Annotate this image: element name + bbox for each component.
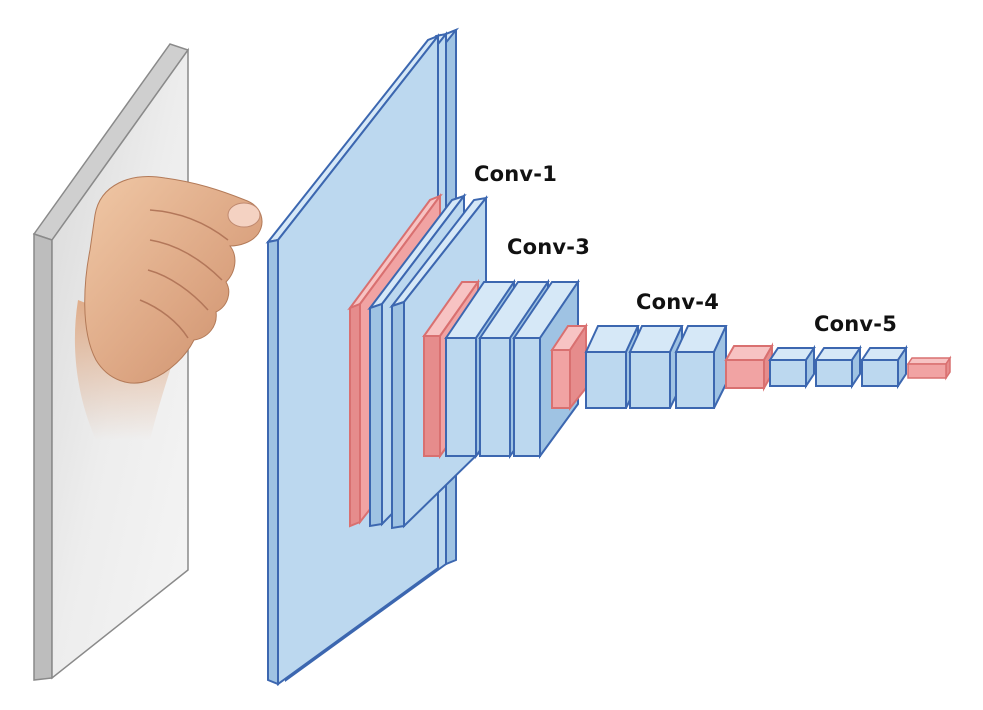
conv5-label: Conv-5 [814, 312, 898, 336]
conv5-cube-a [768, 344, 816, 390]
conv3-block-c [512, 278, 580, 460]
conv3-feature-maps [422, 278, 580, 460]
finger-crease-4 [139, 299, 189, 339]
finger-crease-2 [149, 239, 223, 281]
fist-gesture-photo [74, 176, 263, 440]
conv4-cube-c [674, 325, 728, 409]
conv5-cube-c [860, 344, 908, 390]
pool-layer-4 [724, 342, 774, 392]
conv4-label: Conv-4 [636, 290, 720, 314]
thumbnail [227, 202, 261, 228]
conv3-label: Conv-3 [507, 235, 591, 259]
final-pool-layer [906, 355, 952, 381]
finger-crease-3 [147, 269, 209, 311]
conv1-label: Conv-1 [474, 162, 558, 186]
finger-crease-1 [149, 209, 229, 241]
conv4-cube-b [628, 325, 684, 409]
fist-shape [84, 176, 263, 384]
conv4-feature-maps [550, 322, 728, 411]
conv5-cube-b [814, 344, 862, 390]
input-panel-side [33, 232, 53, 681]
conv5-feature-maps [724, 342, 952, 392]
